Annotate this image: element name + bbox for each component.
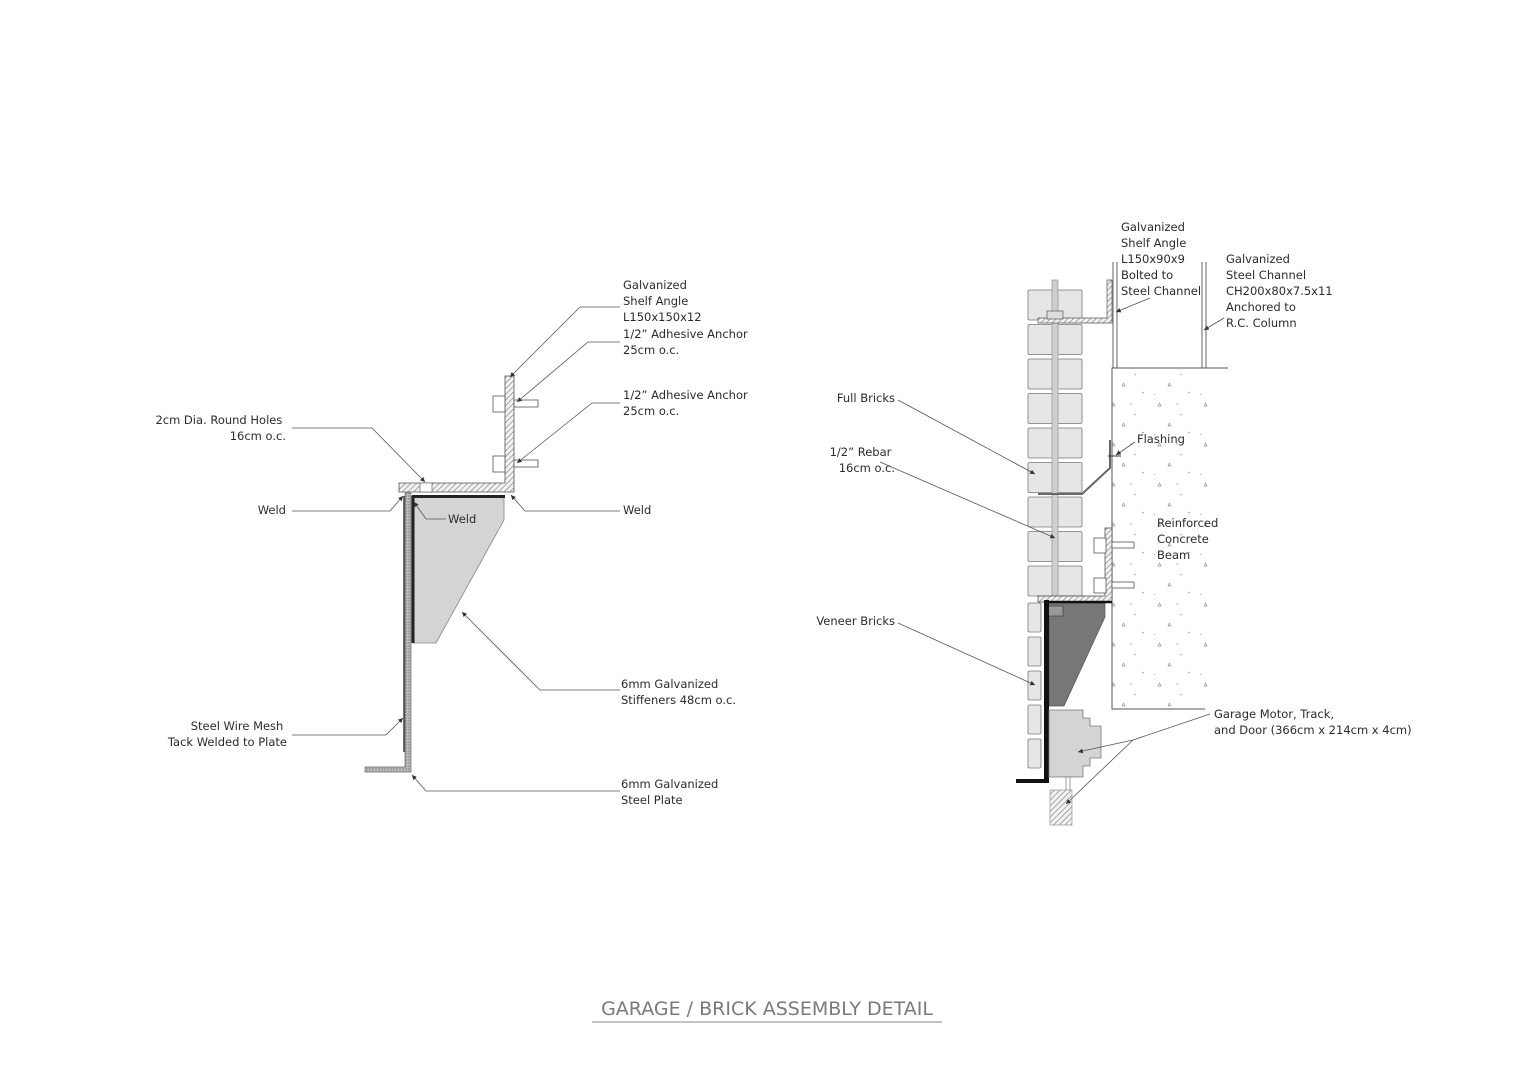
flashing: [1038, 440, 1111, 495]
leader-line: [292, 495, 404, 512]
lower-shelf-angle: [1037, 527, 1113, 603]
label-line: Steel Channel: [1121, 284, 1201, 298]
left-detail: Galvanized Shelf Angle L150x150x12 1/2” …: [155, 278, 751, 807]
steel-channel: [1112, 262, 1207, 368]
leader-line: [1203, 317, 1225, 331]
veneer-brick: [1027, 636, 1042, 667]
leader-line: [1065, 739, 1134, 805]
label-line: Galvanized: [1226, 252, 1290, 266]
label-weld-left: Weld: [258, 503, 286, 517]
leader-line: [879, 461, 1056, 539]
label-weld-right: Weld: [623, 503, 651, 517]
label-wire-mesh: Steel Wire Mesh Tack Welded to Plate: [167, 719, 287, 749]
concrete-beam: [1112, 368, 1212, 709]
label-line: 2cm Dia. Round Holes: [155, 413, 282, 427]
label-line: Shelf Angle: [623, 294, 688, 308]
label-stiffeners: 6mm Galvanized Stiffeners 48cm o.c.: [621, 677, 736, 707]
label-line: Reinforced: [1157, 516, 1218, 530]
leader-line: [411, 774, 620, 792]
leader-line: [897, 622, 1036, 686]
label-full-bricks: Full Bricks: [837, 391, 895, 405]
leader-line: [516, 341, 620, 403]
label-line: 25cm o.c.: [623, 404, 679, 418]
label-line: Bolted to: [1121, 268, 1173, 282]
shelf-angle: [398, 375, 515, 493]
label-line: R.C. Column: [1226, 316, 1297, 330]
label-rebar: 1/2” Rebar 16cm o.c.: [830, 445, 895, 475]
label-line: 1/2” Adhesive Anchor: [623, 327, 748, 341]
leader-line: [897, 399, 1036, 475]
label-veneer-bricks: Veneer Bricks: [816, 614, 895, 628]
label-line: 16cm o.c.: [230, 429, 286, 443]
veneer-brick: [1027, 738, 1042, 769]
label-line: 1/2” Adhesive Anchor: [623, 388, 748, 402]
label-line: Steel Wire Mesh: [191, 719, 284, 733]
label-line: Stiffeners 48cm o.c.: [621, 693, 736, 707]
label-line: Tack Welded to Plate: [167, 735, 287, 749]
label-line: L150x150x12: [623, 310, 702, 324]
rebar-nut-top: [1046, 310, 1064, 320]
label-shelf-angle: Galvanized Shelf Angle L150x90x9 Bolted …: [1121, 220, 1201, 298]
label-line: L150x90x9: [1121, 252, 1185, 266]
anchor-bolt-upper: [1093, 537, 1135, 554]
label-line: Garage Motor, Track,: [1214, 707, 1334, 721]
leader-line: [1115, 441, 1136, 456]
label-concrete-beam: Reinforced Concrete Beam: [1157, 516, 1222, 562]
veneer-brick: [1027, 602, 1042, 633]
label-line: 6mm Galvanized: [621, 777, 718, 791]
label-line: Galvanized: [623, 278, 687, 292]
garage-door: [1049, 789, 1073, 826]
label-line: Steel Plate: [621, 793, 683, 807]
steel-plate: [1016, 600, 1049, 783]
label-line: Shelf Angle: [1121, 236, 1186, 250]
label-anchor-lower: 1/2” Adhesive Anchor 25cm o.c.: [623, 388, 751, 418]
garage-motor: [1048, 709, 1102, 778]
label-weld-inner: Weld: [448, 512, 476, 526]
label-steel-channel: Galvanized Steel Channel CH200x80x7.5x11…: [1226, 252, 1336, 330]
label-line: CH200x80x7.5x11: [1226, 284, 1333, 298]
label-line: Steel Channel: [1226, 268, 1306, 282]
label-line: 16cm o.c.: [839, 461, 895, 475]
label-garage: Garage Motor, Track, and Door (366cm x 2…: [1214, 707, 1412, 737]
label-line: Beam: [1157, 548, 1190, 562]
label-flashing: Flashing: [1137, 432, 1185, 446]
round-hole: [419, 482, 433, 493]
label-line: 6mm Galvanized: [621, 677, 718, 691]
veneer-bricks: [1027, 602, 1042, 769]
drawing-title: GARAGE / BRICK ASSEMBLY DETAIL: [601, 998, 933, 1020]
steel-plate: [364, 492, 412, 773]
garage-track: [1065, 776, 1071, 791]
label-line: 1/2” Rebar: [830, 445, 892, 459]
leader-line: [461, 611, 620, 691]
label-steel-plate: 6mm Galvanized Steel Plate: [621, 777, 722, 807]
leader-line: [292, 427, 426, 483]
anchor-bolt-lower: [1093, 577, 1135, 594]
anchor-bolt-upper: [492, 395, 539, 413]
stiffener-plate: [1048, 602, 1106, 707]
label-line: Galvanized: [1121, 220, 1185, 234]
upper-shelf-angle: [1037, 279, 1113, 324]
leader-line: [509, 306, 581, 378]
veneer-brick: [1027, 670, 1042, 701]
label-anchor-upper: 1/2” Adhesive Anchor 25cm o.c.: [623, 327, 751, 357]
right-detail: Galvanized Shelf Angle L150x90x9 Bolted …: [816, 220, 1412, 826]
leader-line: [510, 494, 620, 512]
anchor-bolt-lower: [492, 455, 539, 473]
label-line: Concrete: [1157, 532, 1209, 546]
veneer-brick: [1027, 704, 1042, 735]
rebar-nut-bottom: [1046, 605, 1064, 617]
label-line: and Door (366cm x 214cm x 4cm): [1214, 723, 1412, 737]
rebar: [1051, 279, 1059, 607]
label-shelf-angle: Galvanized Shelf Angle L150x150x12: [623, 278, 702, 324]
label-round-holes: 2cm Dia. Round Holes 16cm o.c.: [155, 413, 286, 443]
leader-line: [516, 402, 620, 464]
label-line: 25cm o.c.: [623, 343, 679, 357]
leader-line: [292, 717, 404, 736]
leader-line: [413, 501, 446, 520]
label-line: Anchored to: [1226, 300, 1296, 314]
leader-line: [1115, 297, 1151, 313]
